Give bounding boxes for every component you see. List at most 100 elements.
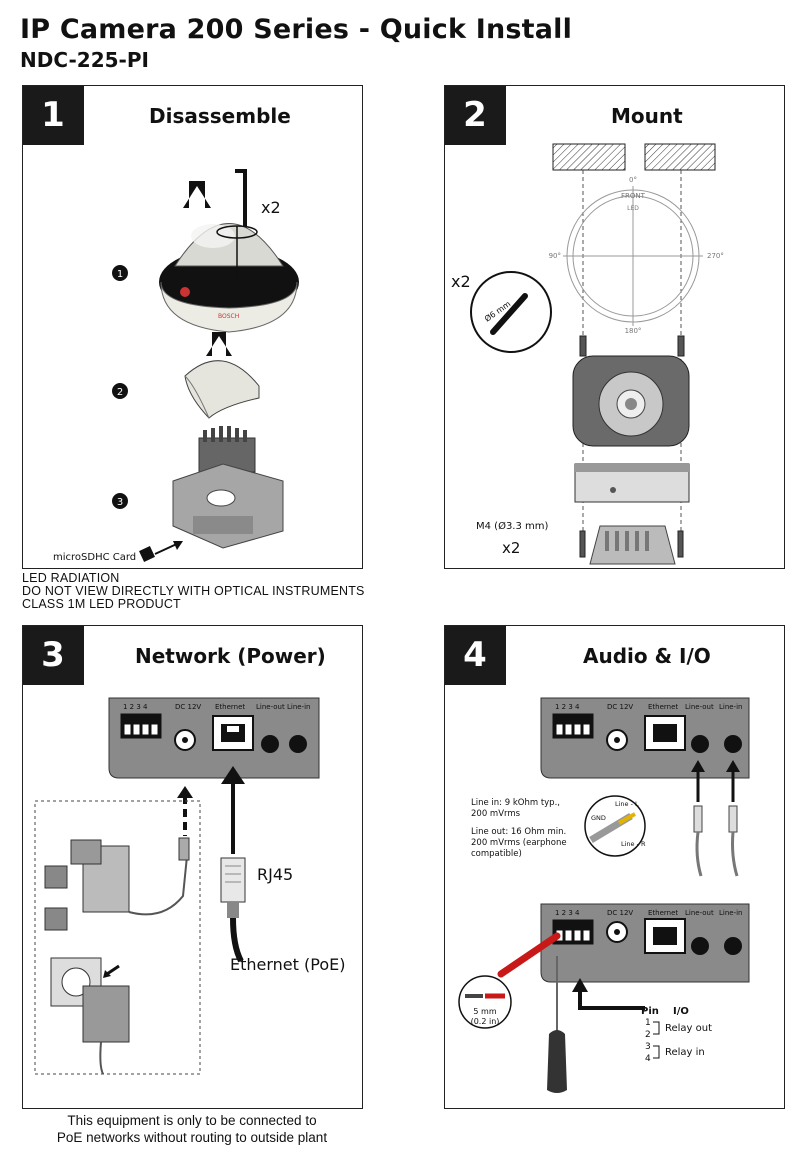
mounting-template [563, 186, 703, 326]
power-supply-box [34, 800, 201, 1075]
rj45-label: RJ45 [257, 865, 293, 884]
svg-text:Ethernet: Ethernet [215, 703, 245, 711]
svg-text:90°: 90° [549, 252, 561, 260]
panel-title-network: Network (Power) [135, 644, 326, 668]
panel-network: 3 Network (Power) 1 2 3 4 DC 12V Etherne… [22, 625, 363, 1109]
drill-repeat-label: x2 [451, 272, 471, 291]
svg-text:BOSCH: BOSCH [218, 313, 239, 320]
line-in-spec-1: Line in: 9 kOhm typ., [471, 798, 560, 808]
ceiling-right [644, 143, 716, 171]
svg-text:1 2 3 4: 1 2 3 4 [555, 909, 580, 917]
io-header: I/O [673, 1006, 689, 1017]
step-marker-1: 1 [117, 269, 123, 280]
step-number-1: 1 [23, 86, 84, 145]
document-title: IP Camera 200 Series - Quick Install [20, 14, 573, 45]
wall-socket-icon [50, 957, 130, 1075]
svg-text:Line-in: Line-in [719, 909, 743, 917]
line-in-spec-2: 200 mVrms [471, 809, 521, 819]
network-illustration: 1 2 3 4 DC 12V Ethernet Line-out Line-in [34, 697, 345, 1075]
svg-text:GND: GND [591, 814, 606, 822]
ethernet-port-icon [212, 715, 254, 751]
plug-adapter-icon [44, 865, 68, 931]
connector-panel-audio: 1 2 3 4 DC 12V Ethernet Line-out Line-in [540, 697, 750, 779]
ethernet-poe-label: Ethernet (PoE) [230, 955, 345, 974]
line-out-jack-icon [691, 735, 709, 753]
svg-text:270°: 270° [707, 252, 724, 260]
led-warning-line-3: CLASS 1M LED PRODUCT [22, 597, 181, 611]
screw-spec-label: M4 (Ø3.3 mm) [476, 520, 549, 532]
svg-text:DC 12V: DC 12V [607, 703, 633, 711]
line-out-jack-icon [261, 735, 279, 753]
svg-text:Line-out: Line-out [685, 909, 714, 917]
screwdriver-icon [547, 1030, 567, 1093]
camera-base-top-icon [572, 355, 690, 447]
wire-strip-magnifier [458, 975, 512, 1029]
panel-title-disassemble: Disassemble [149, 104, 291, 128]
svg-text:0°: 0° [629, 176, 637, 184]
line-in-jack-icon [724, 735, 742, 753]
svg-text:Line-out: Line-out [256, 703, 285, 711]
microsd-card-icon [139, 546, 155, 562]
drill-bit-icon [490, 293, 528, 335]
panel-disassemble: 1 Disassemble x2 BOSCH 1 [22, 85, 363, 569]
svg-text:4: 4 [645, 1054, 651, 1064]
step-number-3: 3 [23, 626, 84, 685]
svg-text:Ethernet: Ethernet [648, 909, 678, 917]
relay-in-label: Relay in [665, 1047, 705, 1058]
svg-text:180°: 180° [625, 327, 642, 335]
strip-length-mm: 5 mm [473, 1007, 496, 1016]
mount-illustration: 0° FRONT LED 90° 270° 180° x2 Ø6 mm [451, 143, 724, 565]
dome-shell-icon [184, 360, 260, 419]
svg-text:Ethernet: Ethernet [648, 703, 678, 711]
line-in-jack-icon [289, 735, 307, 753]
screw-quantity-label: x2 [502, 539, 520, 557]
line-out-spec-1: Line out: 16 Ohm min. [471, 827, 566, 837]
panel-audio-io: 4 Audio & I/O 1 2 3 4 DC 12V Ethernet Li… [444, 625, 785, 1109]
panel-mount: 2 Mount 0° FRONT LED 90° 270° 180° x2 Ø6… [444, 85, 785, 569]
relay-wire-icon [497, 932, 561, 978]
svg-text:Line-out: Line-out [685, 703, 714, 711]
strip-length-in: (0.2 in) [471, 1017, 500, 1026]
step-marker-2: 2 [117, 387, 123, 398]
svg-text:3: 3 [645, 1042, 651, 1052]
lift-arrow-icon [183, 181, 211, 208]
connector-panel-io: 1 2 3 4 DC 12V Ethernet Line-out Line-in [540, 903, 750, 983]
svg-text:Line - R: Line - R [621, 840, 646, 848]
camera-base-icon [172, 426, 284, 549]
svg-text:DC 12V: DC 12V [175, 703, 201, 711]
svg-text:Line-in: Line-in [719, 703, 743, 711]
poe-notice-line-1: This equipment is only to be connected t… [67, 1113, 317, 1128]
panel-title-audio-io: Audio & I/O [583, 644, 711, 668]
led-warning-line-2: DO NOT VIEW DIRECTLY WITH OPTICAL INSTRU… [22, 584, 365, 598]
svg-text:DC 12V: DC 12V [607, 909, 633, 917]
pin-header: Pin [641, 1006, 659, 1017]
line-out-spec-2: 200 mVrms (earphone [471, 838, 567, 848]
panel-title-mount: Mount [611, 104, 683, 128]
svg-text:1: 1 [645, 1018, 651, 1028]
step-marker-3: 3 [117, 497, 123, 508]
led-warning-line-1: LED RADIATION [22, 571, 120, 585]
power-adapter-icon [70, 837, 190, 916]
camera-lower-base-icon [589, 525, 676, 565]
ceiling-left [552, 143, 626, 171]
step-number-4: 4 [445, 626, 506, 685]
rj45-plug-icon [220, 857, 246, 918]
step-number-2: 2 [445, 86, 506, 145]
svg-text:1 2 3 4: 1 2 3 4 [555, 703, 580, 711]
svg-text:Line - L: Line - L [615, 800, 639, 808]
audio-plug-icon [693, 805, 739, 877]
svg-text:FRONT: FRONT [621, 192, 646, 200]
poe-notice-line-2: PoE networks without routing to outside … [56, 1130, 328, 1145]
microsd-card-label: microSDHC Card [53, 552, 136, 563]
dome-camera-icon: BOSCH [159, 223, 299, 333]
svg-text:2: 2 [645, 1030, 651, 1040]
terminal-block-icon [120, 713, 162, 739]
relay-out-label: Relay out [665, 1023, 712, 1034]
svg-text:LED: LED [627, 205, 639, 212]
mounting-ring-icon [574, 463, 690, 503]
disassemble-illustration: x2 BOSCH 1 2 [53, 169, 299, 563]
model-number: NDC-225-PI [20, 48, 149, 72]
connector-panel: 1 2 3 4 DC 12V Ethernet Line-out Line-in [108, 697, 320, 779]
line-out-spec-3: compatible) [471, 849, 522, 859]
svg-text:Line-in: Line-in [287, 703, 311, 711]
